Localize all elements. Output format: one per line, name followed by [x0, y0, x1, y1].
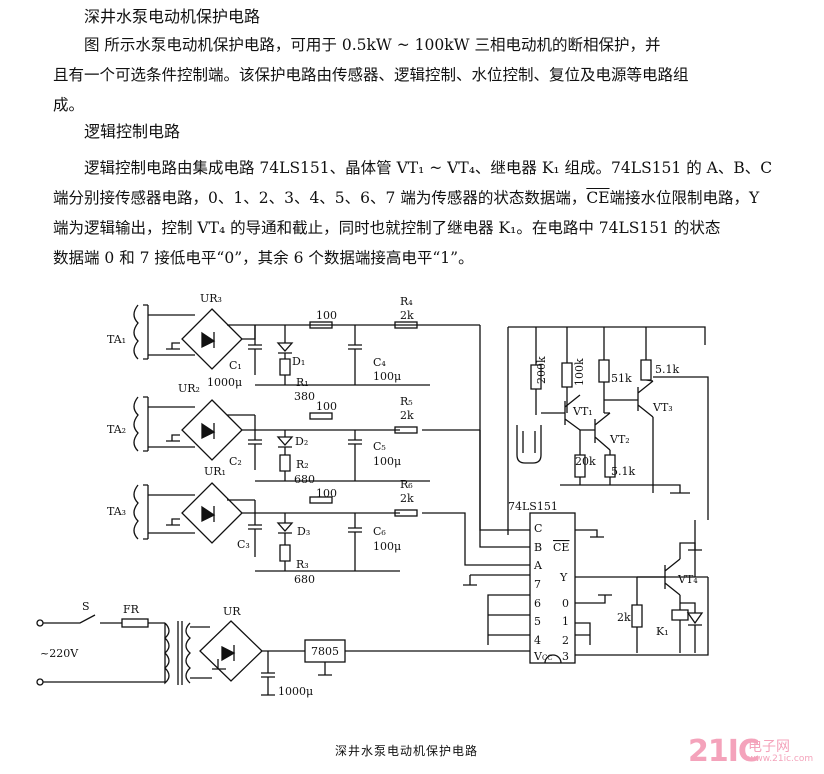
- ce-overline: CE: [586, 189, 610, 207]
- pin-cc: CC: [542, 654, 553, 662]
- watermark-mark: 21IC: [688, 734, 760, 769]
- c5-value: 100μ: [373, 455, 401, 468]
- pin-b: B: [534, 541, 542, 554]
- d1-label: D₁: [292, 355, 305, 368]
- watermark-logo: 21IC 电子网 www.21ic.com: [688, 734, 818, 769]
- switch-label: S: [82, 600, 90, 613]
- figure-caption: 深井水泵电动机保护电路: [335, 744, 479, 758]
- c6-value: 100μ: [373, 540, 401, 553]
- pin-a: A: [533, 559, 543, 572]
- pin-vcc: VCC: [533, 650, 553, 663]
- pin-7: 7: [534, 578, 541, 591]
- r-5.1k-bottom: 5.1k: [611, 465, 635, 478]
- text-line: 端为逻辑输出，控制 VT₄ 的导通和截止，同时也就控制了继电器 K₁。在电路中 …: [53, 219, 721, 237]
- res-100-1: 100: [316, 309, 337, 322]
- r2-value: 680: [294, 473, 315, 486]
- ac-input-label: ~220V: [40, 647, 79, 660]
- pin-y: Y: [559, 571, 568, 584]
- r6-label: R₆: [400, 478, 413, 491]
- r-100k: 100k: [573, 358, 586, 386]
- circuit-schematic: TA₁ UR₃ C₁ 1000μ D₁ R₁ 380 100 C₄ 100μ R…: [36, 292, 709, 698]
- pin-2: 2: [562, 634, 569, 647]
- ic-part-number: 74LS151: [508, 500, 558, 513]
- c6-label: C₆: [373, 525, 386, 538]
- r3-value: 680: [294, 573, 315, 586]
- water-level-circuit: [507, 326, 709, 535]
- regulator-7805: 7805: [311, 645, 339, 658]
- pin-6: 6: [534, 597, 541, 610]
- pin-4: 4: [534, 634, 541, 647]
- c1-value: 1000μ: [207, 376, 242, 389]
- pin-3: 3: [562, 650, 569, 663]
- text-line: 图 所示水泵电动机保护电路，可用于 0.5kW ~ 100kW 三相电动机的断相…: [84, 36, 661, 54]
- wire-b: [479, 430, 530, 548]
- sensor-channel-3: [133, 482, 530, 572]
- d3-label: D₃: [297, 525, 310, 538]
- vt2-label: VT₂: [609, 433, 630, 446]
- text-span: 端接水位限制电路，Y: [609, 189, 760, 207]
- pin-ce: CE: [553, 541, 569, 554]
- text-line: 且有一个可选条件控制端。该保护电路由传感器、逻辑控制、水位控制、复位及电源等电路…: [53, 66, 689, 84]
- ta3-label: TA₃: [107, 505, 126, 518]
- vt3-label: VT₃: [652, 401, 673, 414]
- subsection-title: 逻辑控制电路: [84, 122, 181, 141]
- res-100-3: 100: [316, 487, 337, 500]
- text-line: 数据端 0 和 7 接低电平“0”，其余 6 个数据端接高电平“1”。: [53, 249, 474, 267]
- d2-label: D₂: [295, 435, 308, 448]
- section-title: 深井水泵电动机保护电路: [84, 7, 261, 26]
- r-20k: 20k: [575, 455, 596, 468]
- relay-driver: [631, 542, 704, 653]
- ta2-label: TA₂: [107, 423, 126, 436]
- k1-label: K₁: [656, 625, 669, 638]
- sensor-channel-2: [133, 396, 480, 482]
- c4-value: 100μ: [373, 370, 401, 383]
- c2-label: C₂: [229, 455, 242, 468]
- ta1-label: TA₁: [107, 333, 126, 346]
- r1-value: 380: [294, 390, 315, 403]
- output-cap-value: 1000μ: [278, 685, 313, 698]
- r2-label: R₂: [296, 458, 309, 471]
- text-line: 成。: [53, 96, 85, 114]
- pin-v: V: [533, 650, 543, 663]
- sensor-channel-1: [133, 304, 480, 386]
- res-100-2: 100: [316, 400, 337, 413]
- r4-label: R₄: [400, 295, 413, 308]
- ur1-label: UR₁: [204, 465, 226, 478]
- watermark-url: www.21ic.com: [748, 754, 814, 764]
- fuse-label: FR: [123, 603, 140, 616]
- r4-value: 2k: [400, 309, 414, 322]
- c5-label: C₅: [373, 440, 386, 453]
- r-51k: 51k: [611, 372, 632, 385]
- vt4-label: VT₄: [677, 573, 698, 586]
- r5-value: 2k: [400, 409, 414, 422]
- c4-label: C₄: [373, 356, 386, 369]
- r3-label: R₃: [296, 558, 309, 571]
- pin-1: 1: [562, 615, 569, 628]
- c1-label: C₁: [229, 359, 242, 372]
- r6-value: 2k: [400, 492, 414, 505]
- ur3-label: UR₃: [200, 292, 222, 305]
- text-line: 端分别接传感器电路，0、1、2、3、4、5、6、7 端为传感器的状态数据端，CE…: [53, 183, 759, 213]
- ur-label: UR: [223, 605, 241, 618]
- r-200k: 200k: [535, 356, 548, 384]
- r1-label: R₁: [296, 376, 309, 389]
- r-2k-relay: 2k: [617, 611, 631, 624]
- watermark-cn: 电子网: [748, 739, 790, 755]
- pin-c: C: [534, 522, 542, 535]
- r-5.1k-top: 5.1k: [655, 363, 679, 376]
- vt1-label: VT₁: [572, 405, 593, 418]
- pin-0: 0: [562, 597, 569, 610]
- c3-label: C₃: [237, 538, 250, 551]
- ur2-label: UR₂: [178, 382, 200, 395]
- r5-label: R₅: [400, 395, 413, 408]
- pin-5: 5: [534, 615, 541, 628]
- text-span: 端分别接传感器电路，0、1、2、3、4、5、6、7 端为传感器的状态数据端，: [53, 189, 587, 207]
- text-line: 逻辑控制电路由集成电路 74LS151、晶体管 VT₁ ~ VT₄、继电器 K₁…: [84, 159, 773, 177]
- power-supply: [36, 614, 530, 696]
